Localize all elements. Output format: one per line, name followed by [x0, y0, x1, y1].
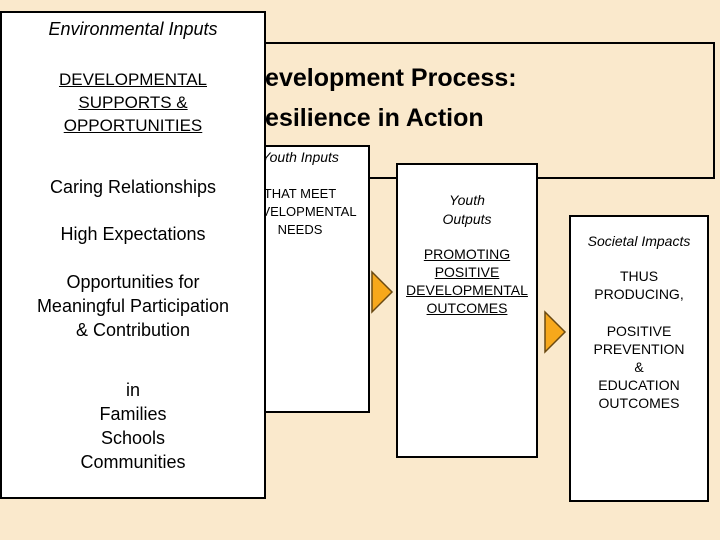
youth-outputs-line: POSITIVE: [434, 264, 500, 280]
arrow-right-icon: [544, 310, 567, 354]
opportunities-line: Opportunities for: [66, 272, 200, 292]
youth-inputs-line: DEVELOPMENTAL: [243, 204, 357, 219]
settings-families: Families: [99, 404, 167, 424]
youth-outputs-line: PROMOTING: [423, 246, 511, 262]
settings-communities: Communities: [80, 452, 186, 472]
societal-outcomes-text: POSITIVE PREVENTION & EDUCATION OUTCOMES: [571, 322, 707, 412]
societal-impacts-text: THUS PRODUCING,: [571, 267, 707, 303]
youth-outputs-line: OUTCOMES: [426, 300, 508, 316]
societal-line: EDUCATION: [598, 377, 680, 393]
societal-line: THUS: [619, 268, 659, 284]
youth-inputs-line: NEEDS: [277, 222, 323, 237]
arrow-right-icon: [371, 270, 394, 314]
youth-outputs-heading-line: Youth: [449, 192, 485, 208]
youth-outputs-heading-line: Outputs: [442, 211, 492, 227]
settings-schools: Schools: [100, 428, 166, 448]
contribution-line: & Contribution: [75, 320, 191, 340]
societal-line: POSITIVE: [606, 323, 672, 339]
societal-impacts-box: Societal Impacts THUS PRODUCING, POSITIV…: [569, 215, 709, 502]
youth-outputs-line: DEVELOPMENTAL: [406, 282, 528, 298]
supports-line: OPPORTUNITIES: [63, 116, 203, 135]
title-line-2: Resilience in Action: [247, 104, 484, 132]
youth-outputs-heading: Youth Outputs: [398, 191, 536, 229]
title-line-1: Development Process:: [247, 64, 517, 92]
societal-line: &: [634, 359, 644, 375]
environmental-inputs-box: Environmental Inputs DEVELOPMENTAL SUPPO…: [0, 11, 266, 499]
supports-line: SUPPORTS &: [78, 93, 188, 112]
participation-line: Meaningful Participation: [36, 296, 230, 316]
societal-line: PRODUCING,: [594, 286, 684, 302]
supports-line: DEVELOPMENTAL: [58, 70, 207, 89]
caring-relationships: Caring Relationships: [49, 177, 217, 197]
societal-impacts-heading: Societal Impacts: [587, 233, 691, 249]
societal-line: PREVENTION: [593, 341, 685, 357]
youth-inputs-line: THAT MEET: [263, 186, 337, 201]
youth-outputs-box: Youth Outputs PROMOTING POSITIVE DEVELOP…: [396, 163, 538, 458]
youth-inputs-heading: Youth Inputs: [261, 149, 339, 165]
developmental-supports-heading: DEVELOPMENTAL SUPPORTS & OPPORTUNITIES: [2, 68, 264, 137]
youth-outputs-text: PROMOTING POSITIVE DEVELOPMENTAL OUTCOME…: [398, 245, 536, 317]
settings-in: in: [125, 380, 140, 400]
societal-line: OUTCOMES: [598, 395, 680, 411]
youth-inputs-text: THAT MEET DEVELOPMENTAL NEEDS: [232, 185, 368, 239]
high-expectations: High Expectations: [60, 224, 206, 244]
environmental-inputs-heading: Environmental Inputs: [48, 19, 218, 39]
